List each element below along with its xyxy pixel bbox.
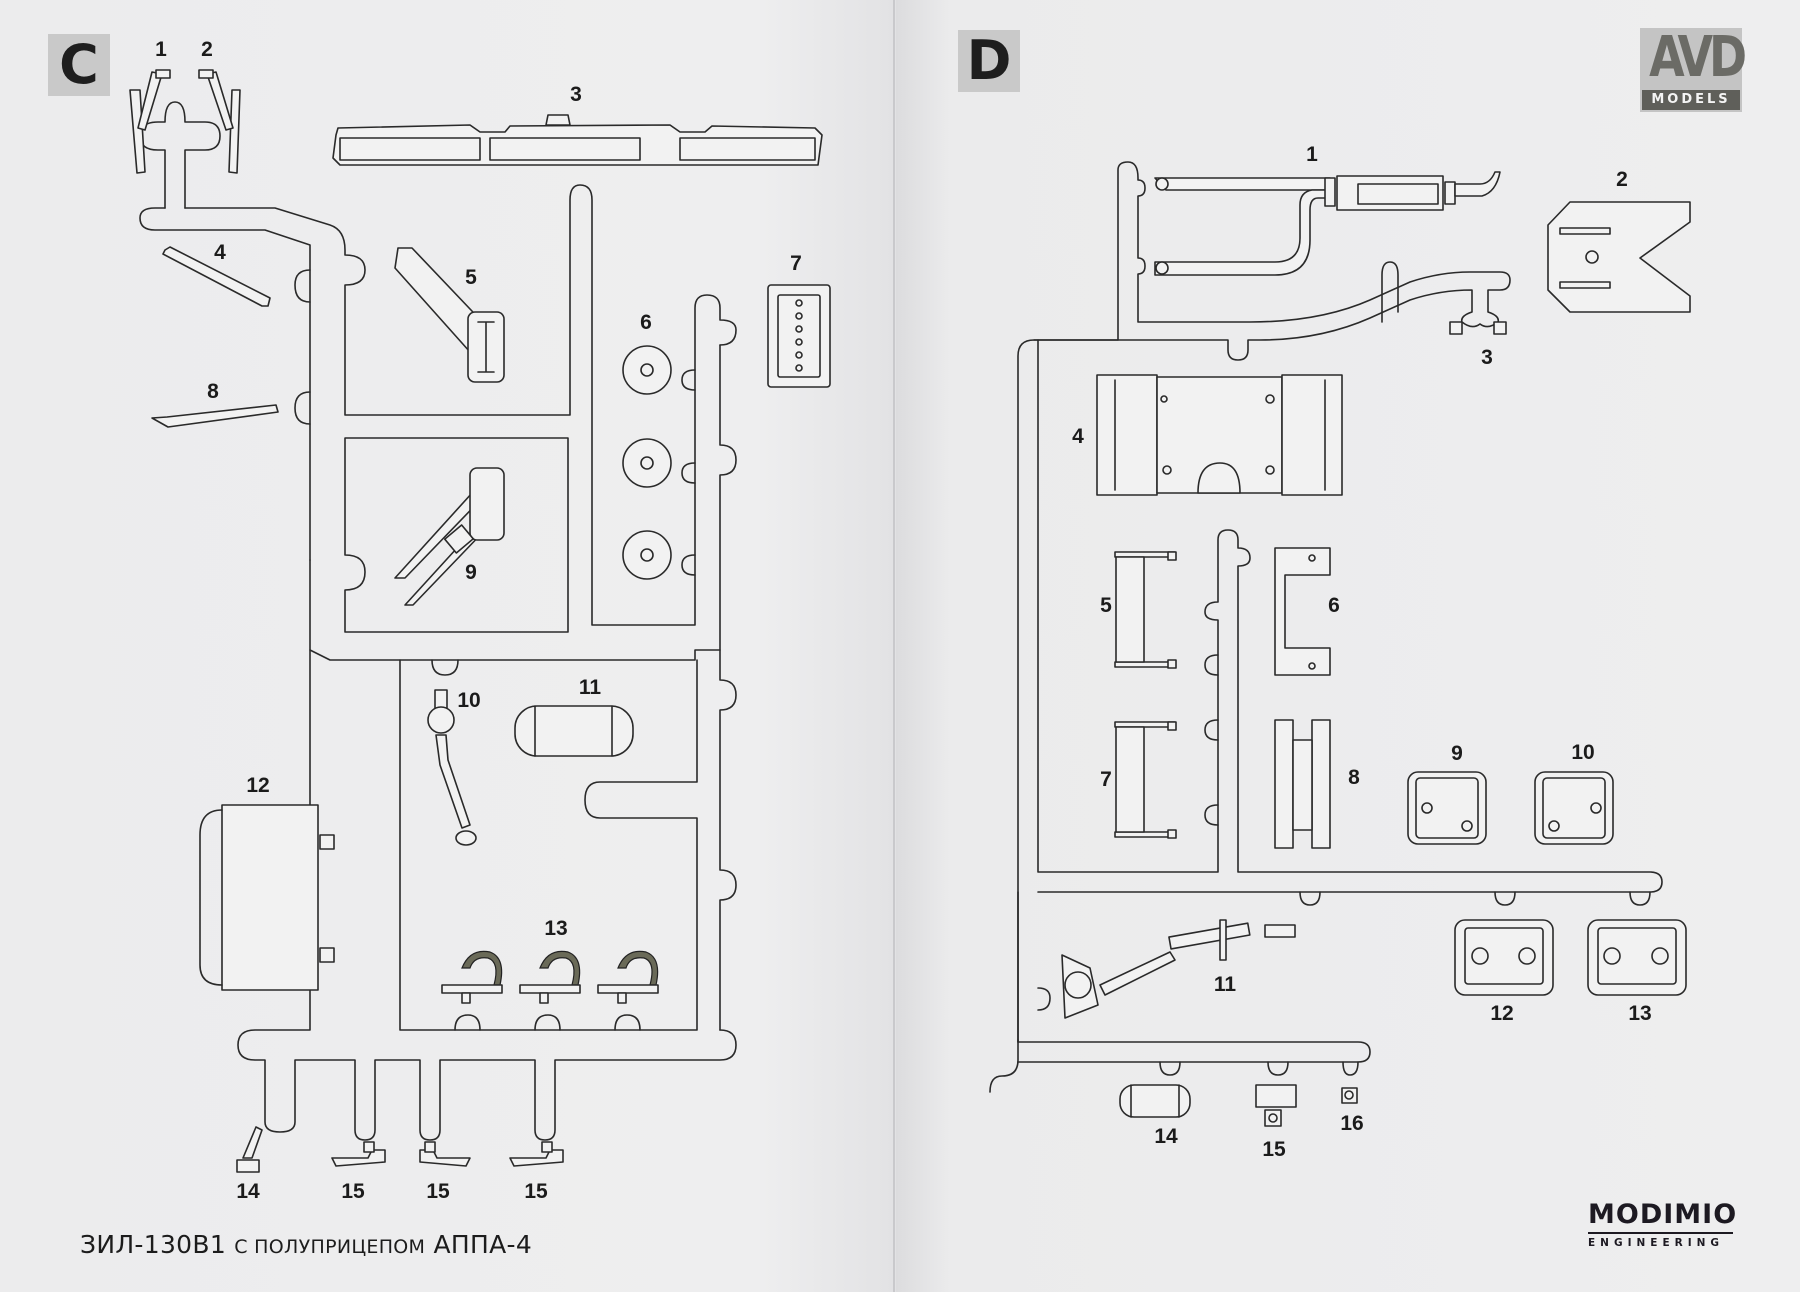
d-label-9: 9 xyxy=(1451,742,1463,765)
d-part-5-frame xyxy=(1114,551,1177,669)
c-label-2: 2 xyxy=(201,38,213,61)
d-label-1: 1 xyxy=(1306,143,1318,166)
c-part-5-mirror xyxy=(394,247,505,383)
modimio-logo-sub: ENGINEERING xyxy=(1588,1237,1725,1249)
c-label-3: 3 xyxy=(570,83,582,106)
kit-title-caption: ЗИЛ-130В1 С ПОЛУПРИЦЕПОМ АППА-4 xyxy=(80,1230,532,1259)
d-label-6: 6 xyxy=(1328,594,1340,617)
c-part-12-bracket xyxy=(199,804,335,991)
d-part-11-driveshaft xyxy=(1061,919,1296,1019)
c-label-10: 10 xyxy=(457,689,481,712)
c-label-8: 8 xyxy=(207,380,219,403)
c-part-1-wiper xyxy=(129,69,171,174)
d-part-7-frame xyxy=(1114,721,1177,839)
c-part-10-lever xyxy=(427,689,477,846)
c-label-4: 4 xyxy=(214,241,226,264)
left-page-sprue-c xyxy=(0,0,896,1292)
d-label-3: 3 xyxy=(1481,346,1493,369)
c-label-9: 9 xyxy=(465,561,477,584)
c-label-13: 13 xyxy=(544,917,568,940)
d-label-10: 10 xyxy=(1571,741,1595,764)
c-label-11: 11 xyxy=(578,676,602,699)
avd-logo-sub: MODELS xyxy=(1642,90,1740,110)
d-label-7: 7 xyxy=(1100,768,1112,791)
c-part-15-clips xyxy=(331,1141,564,1167)
caption-with: С ПОЛУПРИЦЕПОМ xyxy=(234,1236,426,1258)
d-part-8-hinge xyxy=(1274,719,1331,849)
d-part-14-tank xyxy=(1119,1084,1191,1118)
c-part-2-wiper xyxy=(198,69,241,174)
d-part-4-platform xyxy=(1096,374,1343,496)
modimio-engineering-logo: MODIMIO ENGINEERING xyxy=(1588,1200,1736,1249)
c-label-14: 14 xyxy=(236,1180,260,1203)
d-part-6-plate xyxy=(1274,547,1331,676)
c-label-6: 6 xyxy=(640,311,652,334)
c-part-6-discs xyxy=(622,345,696,580)
d-label-14: 14 xyxy=(1154,1125,1178,1148)
c-label-15a: 15 xyxy=(341,1180,365,1203)
c-label-5: 5 xyxy=(465,266,477,289)
caption-trailer: АППА-4 xyxy=(433,1230,533,1259)
c-part-11-tank xyxy=(514,705,634,757)
c-label-15c: 15 xyxy=(524,1180,548,1203)
d-part-1-exhaust xyxy=(1154,171,1501,276)
sprue-d-frame xyxy=(989,161,1663,1093)
sheet-c-badge: C xyxy=(48,34,110,96)
c-part-3-bumper xyxy=(332,114,823,166)
d-label-8: 8 xyxy=(1348,766,1360,789)
c-label-12: 12 xyxy=(246,774,270,797)
d-label-13: 13 xyxy=(1628,1002,1652,1025)
d-label-16: 16 xyxy=(1340,1112,1364,1135)
d-part-13-light xyxy=(1587,919,1687,996)
d-label-15: 15 xyxy=(1262,1138,1286,1161)
d-part-10-light xyxy=(1534,771,1614,845)
d-label-4: 4 xyxy=(1072,425,1084,448)
c-part-9-mirror xyxy=(394,467,505,606)
d-part-15-block xyxy=(1255,1084,1297,1127)
c-part-13-hooks xyxy=(441,950,659,1004)
d-part-12-light xyxy=(1454,919,1554,996)
c-part-4-rod xyxy=(162,246,271,307)
sprue-c-frame xyxy=(139,101,737,1141)
c-label-1: 1 xyxy=(155,38,167,61)
avd-models-logo: AVD MODELS xyxy=(1640,25,1747,112)
c-part-14-lever xyxy=(236,1126,263,1173)
d-label-11: 11 xyxy=(1213,973,1237,996)
d-part-3-clips xyxy=(1449,321,1507,335)
d-part-16-washer xyxy=(1341,1087,1358,1104)
sheet-d-badge: D xyxy=(958,30,1020,92)
d-label-5: 5 xyxy=(1100,594,1112,617)
d-part-9-light xyxy=(1407,771,1487,845)
c-label-7: 7 xyxy=(790,252,802,275)
d-label-2: 2 xyxy=(1616,168,1628,191)
c-label-15b: 15 xyxy=(426,1180,450,1203)
page-fold xyxy=(893,0,895,1292)
modimio-logo-text: MODIMIO xyxy=(1588,1200,1736,1234)
caption-model: ЗИЛ-130В1 xyxy=(80,1230,227,1259)
d-part-2-frame xyxy=(1547,201,1691,313)
avd-logo-text: AVD xyxy=(1649,25,1747,90)
d-label-12: 12 xyxy=(1490,1002,1514,1025)
c-part-8-rod xyxy=(151,404,279,428)
c-part-7-panel xyxy=(767,284,831,388)
